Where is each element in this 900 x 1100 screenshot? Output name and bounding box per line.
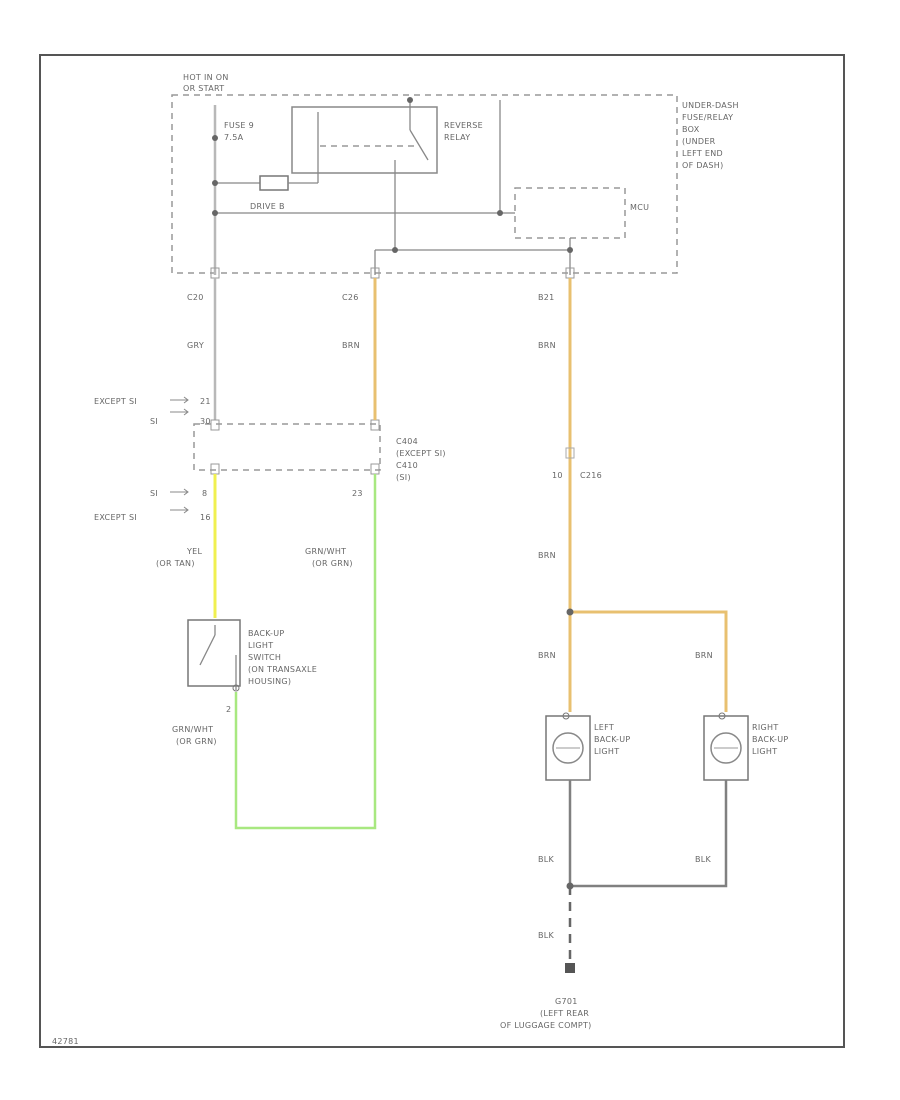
label-mcu: MCU: [630, 203, 649, 212]
wire-brn-right-lamp: [570, 610, 728, 712]
label-brn-1: BRN: [342, 341, 360, 350]
label-switch-5: HOUSING): [248, 677, 291, 686]
label-switch-pin: 2: [226, 705, 231, 714]
connector-pin: [370, 463, 380, 475]
label-drive-b: DRIVE B: [250, 202, 285, 211]
label-b21: B21: [538, 293, 555, 302]
label-c26: C26: [342, 293, 359, 302]
junction-dot: [497, 210, 503, 216]
label-except-si-top: EXCEPT SI: [94, 397, 137, 406]
relay-contact-icon: [409, 129, 429, 161]
label-box-1: UNDER-DASH: [682, 101, 739, 110]
label-c410: C410: [396, 461, 418, 470]
reverse-relay-housing: [291, 106, 438, 174]
label-pin-23: 23: [352, 489, 363, 498]
label-grn-wht: GRN/WHT: [305, 547, 346, 556]
connector-pin: [210, 463, 220, 475]
label-switch-3: SWITCH: [248, 653, 281, 662]
label-brn-3: BRN: [538, 551, 556, 560]
label-c216: C216: [580, 471, 602, 480]
label-right-1: RIGHT: [752, 723, 779, 732]
wire-grn-wht: [234, 474, 377, 830]
junction-dot: [392, 247, 398, 253]
right-lamp-bulb-icon: [710, 732, 742, 764]
label-box-2: FUSE/RELAY: [682, 113, 733, 122]
label-right-3: LIGHT: [752, 747, 777, 756]
label-relay: RELAY: [444, 133, 471, 142]
label-yel: YEL: [186, 547, 203, 556]
label-box-5: LEFT END: [682, 149, 723, 158]
label-si-bot: SI: [150, 489, 158, 498]
label-except-si: (EXCEPT SI): [396, 449, 446, 458]
connector-pin: [370, 419, 380, 431]
label-brn-2: BRN: [538, 341, 556, 350]
label-left-1: LEFT: [594, 723, 614, 732]
label-c20: C20: [187, 293, 204, 302]
label-blk-1: BLK: [538, 855, 555, 864]
label-fuse: FUSE 9: [224, 121, 254, 130]
label-pin-10: 10: [552, 471, 563, 480]
connector-c404: [193, 423, 381, 471]
mcu-box: [514, 187, 626, 239]
diode-icon: [259, 175, 289, 191]
label-except-si-bot: EXCEPT SI: [94, 513, 137, 522]
label-left-2: BACK-UP: [594, 735, 630, 744]
label-pin-30: 30: [200, 417, 211, 426]
label-box-6: OF DASH): [682, 161, 724, 170]
label-grn-wht-2: GRN/WHT: [172, 725, 213, 734]
left-lamp-bulb-icon: [552, 732, 584, 764]
label-pin-21: 21: [200, 397, 211, 406]
arrow-icon: [170, 396, 189, 514]
label-gry: GRY: [187, 341, 204, 350]
label-pin-16: 16: [200, 513, 211, 522]
connector-pin-c216: [565, 447, 575, 459]
ground-g701-icon: [565, 963, 575, 973]
label-brn-5: BRN: [695, 651, 713, 660]
label-si: (SI): [396, 473, 411, 482]
wire-blk-right: [570, 780, 728, 888]
label-fuse-amp: 7.5A: [224, 133, 244, 142]
connector-pin: [210, 419, 220, 431]
label-si-top: SI: [150, 417, 158, 426]
label-or-grn: (OR GRN): [312, 559, 353, 568]
label-box-4: (UNDER: [682, 137, 716, 146]
label-brn-4: BRN: [538, 651, 556, 660]
label-switch-4: (ON TRANSAXLE: [248, 665, 317, 674]
label-right-2: BACK-UP: [752, 735, 788, 744]
label-blk-2: BLK: [695, 855, 712, 864]
under-dash-fuse-box: [171, 94, 678, 274]
right-lamp-terminal: [718, 712, 726, 720]
label-pin-8: 8: [202, 489, 207, 498]
label-reverse: REVERSE: [444, 121, 483, 130]
label-left-3: LIGHT: [594, 747, 619, 756]
label-or-tan: (OR TAN): [156, 559, 195, 568]
junction-dot: [407, 97, 413, 103]
backup-light-switch: [187, 619, 241, 687]
left-lamp-terminal: [562, 712, 570, 720]
switch-terminal: [232, 684, 240, 692]
switch-blade-icon: [199, 634, 216, 666]
junction-dot: [212, 135, 218, 141]
label-g701-loc-2: OF LUGGAGE COMPT): [500, 1021, 592, 1030]
label-figure-code: 42781: [52, 1037, 79, 1046]
label-g701-loc-1: (LEFT REAR: [540, 1009, 589, 1018]
label-switch-2: LIGHT: [248, 641, 273, 650]
splice-dot: [566, 608, 574, 616]
label-or-start: OR START: [183, 84, 224, 93]
label-g701: G701: [555, 997, 578, 1006]
label-box-3: BOX: [682, 125, 700, 134]
junction-dot: [212, 210, 218, 216]
left-backup-lamp-housing: [545, 715, 591, 781]
label-or-grn-2: (OR GRN): [176, 737, 217, 746]
label-hot-in: HOT IN ON: [183, 73, 229, 82]
label-c404: C404: [396, 437, 418, 446]
label-switch-1: BACK-UP: [248, 629, 284, 638]
junction-dot: [567, 247, 573, 253]
label-blk-3: BLK: [538, 931, 555, 940]
diagram-frame: [39, 54, 845, 1048]
junction-dot: [212, 180, 218, 186]
